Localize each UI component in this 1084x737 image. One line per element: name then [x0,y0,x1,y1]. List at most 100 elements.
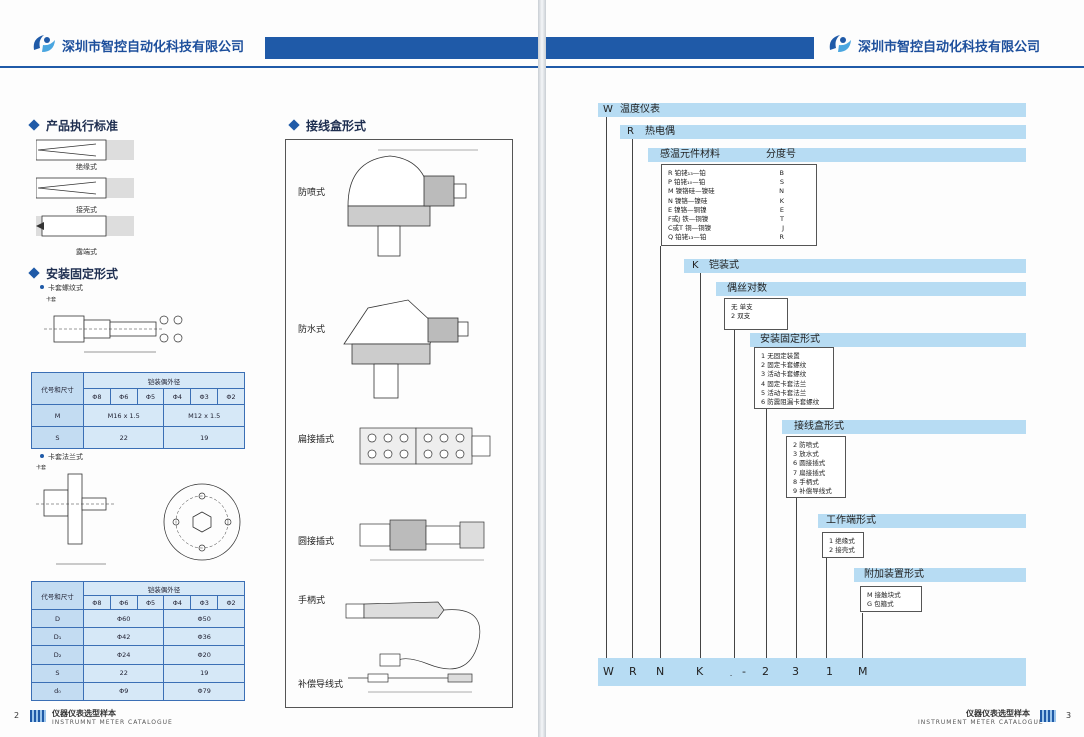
bar-k [684,259,1026,273]
bar-install-label: 安装固定形式 [760,334,820,345]
bar-extra [854,568,1026,582]
extra-type-box: M 接触块式 G 包箍式 [860,586,922,612]
table2-col: Φ8 [83,595,111,610]
install-box: 1 无固定装置 2 固定卡套螺纹 3 活动卡套螺纹 4 固定卡套法兰 5 活动卡… [754,347,834,409]
list-item: M 接触块式 [867,591,901,599]
section-box-title: 接线盒形式 [288,117,366,134]
connector-line [766,404,767,658]
connector-line [826,558,827,658]
pairs-box: 无 单支 2 双支 [724,298,788,330]
model-code-char: 2 [762,665,769,678]
list-item: 9 补偿导线式 [793,487,832,496]
bar-r [620,125,1026,139]
bar-pairs-label: 偶丝对数 [727,283,767,294]
header-rule [0,66,538,68]
box-label-round-plug: 圆接插式 [298,537,335,547]
list-item: 5 活动卡套法兰 [761,388,807,397]
header-rule [546,66,1084,68]
left-page: 深圳市智控自动化科技有限公司 产品执行标准 绝缘式 接壳式 露端式 安装固定形式… [0,0,538,737]
model-code-char: - [730,672,733,679]
bar-end [818,514,1026,528]
list-item: 7 扁接插式 [793,468,826,477]
compensation-wire-drawing [348,673,473,693]
footer-title-en: INSTRUMNT METER CATALOGUE [52,719,173,726]
list-item: 2 固定卡套螺纹 [761,361,807,370]
bar-box [782,420,1026,434]
list-item: 1 绝缘式 [829,537,855,545]
list-item: 4 固定卡套法兰 [761,379,807,388]
bar-w-label: 温度仪表 [620,104,660,115]
table1-col: Φ6 [109,388,138,405]
spec-table-flange: 代号和尺寸 铠装偶外径 Φ8 Φ6 Φ5 Φ4 Φ3 Φ2 D Φ60 Φ50 … [31,581,245,702]
probe-grounded-drawing [36,177,134,199]
footer-title-cn: 仪器仪表选型样本 [966,709,1030,718]
handle-drawing [345,601,481,670]
probe-label-grounded: 接壳式 [76,206,97,214]
table1-header-group: 铠装偶外径 [83,372,245,389]
probe-label-insulated: 绝缘式 [76,163,97,171]
header-band [265,37,538,59]
footer-stripes [1040,710,1056,722]
bar-install [750,333,1026,347]
table-row: S 22 19 [31,663,245,683]
bar-pairs [716,282,1026,296]
flange-fitting-drawing [36,473,241,565]
model-code-char: 1 [826,665,833,678]
list-item: 2 双支 [731,312,751,321]
table-row: M M16 x 1.5 M12 x 1.5 [31,404,245,427]
probe-insulated-drawing [36,139,134,161]
table-row: S 22 19 [31,426,245,449]
probe-label-exposed: 露端式 [76,248,97,256]
list-item: 6 圆接插式 [793,459,826,468]
list-item: 8 手柄式 [793,477,819,486]
model-code-char: K [696,665,704,678]
connector-line [660,246,661,658]
bar-w-code: W [603,104,613,115]
bar-k-code: K [692,260,699,271]
model-code-char: 3 [792,665,799,678]
box-label-handle: 手柄式 [298,596,326,606]
table1-header-code: 代号和尺寸 [31,372,84,405]
company-name: 深圳市智控自动化科技有限公司 [62,40,245,55]
list-item: 无 单支 [731,303,753,311]
flat-plug-drawing [359,427,491,465]
connector-line [700,273,701,658]
connector-line [862,613,863,658]
spec-table-thread: 代号和尺寸 铠装偶外径 Φ8 Φ6 Φ5 Φ4 Φ3 Φ2 M M16 x 1.… [31,372,245,449]
page-number: 2 [14,711,20,720]
sub-flange-title: 卡套法兰式 [40,452,83,462]
box-label-compensation: 补偿导线式 [298,680,344,690]
connector-line [606,117,607,658]
bar-index-label: 分度号 [766,149,796,160]
bar-box-label: 接线盒形式 [794,421,844,432]
table1-col: Φ4 [163,388,192,405]
bar-r-code: R [627,126,634,137]
section-standard-title: 产品执行标准 [28,117,118,134]
table1-col: Φ8 [83,388,111,405]
model-code-char: W [603,665,614,678]
box-label-waterproof: 防水式 [298,325,326,335]
table2-header-group: 铠装偶外径 [83,581,245,596]
table1-col: Φ2 [217,388,245,405]
connector-line [796,496,797,658]
table-row: d₀ Φ9 Φ79 [31,681,245,702]
model-code-bar [598,658,1026,686]
header-band [546,37,814,59]
model-code-char: R [629,665,637,678]
spray-box-drawing [347,149,478,257]
probe-drawings [36,139,134,237]
table2-col: Φ4 [163,595,192,610]
label-kataou-2: 卡套 [36,465,47,471]
bar-extra-label: 附加装置形式 [864,569,924,580]
bar-r-label: 热电偶 [645,126,675,137]
list-item: 1 无固定装置 [761,352,800,360]
company-name: 深圳市智控自动化科技有限公司 [858,40,1041,55]
footer-stripes [30,710,46,722]
